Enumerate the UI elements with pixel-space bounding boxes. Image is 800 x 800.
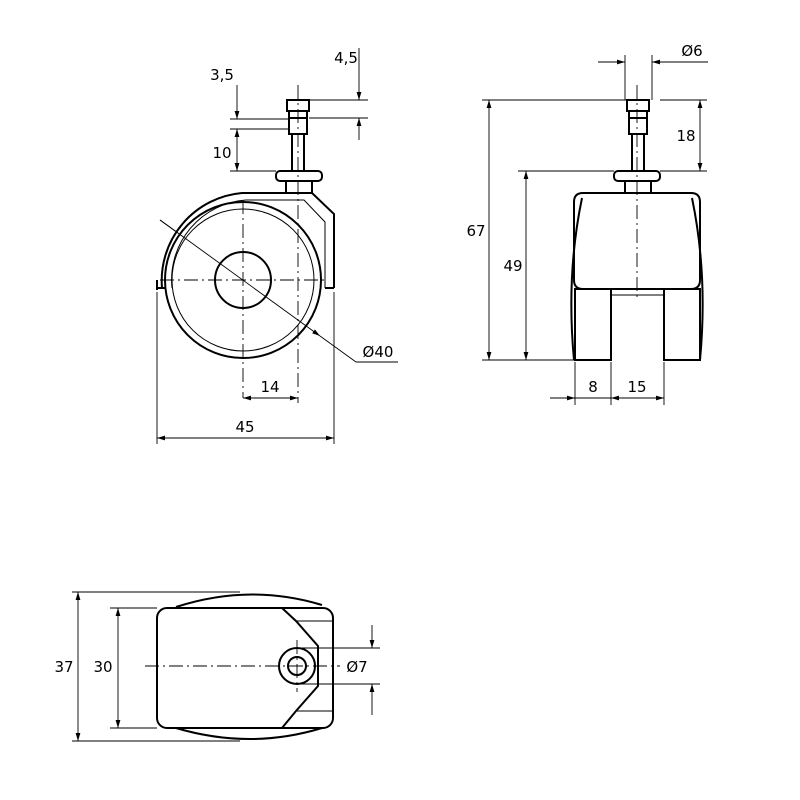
pin-height-label: 18 — [676, 127, 695, 145]
dim-inner-height: 30 — [93, 607, 157, 729]
pin-length-label: 10 — [212, 144, 231, 162]
body-height-label: 49 — [503, 257, 522, 275]
top-body — [156, 593, 334, 740]
dim-pin-height: 18 — [660, 99, 707, 172]
width-label: 45 — [235, 418, 254, 436]
side-body — [570, 192, 704, 361]
top-centerlines — [145, 640, 340, 692]
top-view: 37 30 Ø7 — [54, 591, 380, 742]
dim-pin-diameter: Ø6 — [598, 42, 708, 100]
offset-label: 14 — [260, 378, 279, 396]
dim-pin-length: 10 — [212, 129, 276, 172]
pin-right-label: 4,5 — [334, 49, 358, 67]
dim-offset: 14 — [243, 378, 298, 401]
pin-top-label: 3,5 — [210, 66, 234, 84]
outer-height-label: 37 — [54, 658, 73, 676]
dim-total-height: 67 — [466, 99, 627, 361]
front-centerlines — [160, 85, 325, 403]
dim-hole-diameter: Ø7 — [297, 625, 380, 715]
dim-body-height: 49 — [503, 170, 614, 360]
gap-width-label: 15 — [627, 378, 646, 396]
front-pin — [275, 99, 323, 194]
front-housing — [156, 192, 335, 290]
dim-width: 45 — [156, 292, 335, 444]
dim-legs: 8 15 — [550, 362, 665, 405]
inner-height-label: 30 — [93, 658, 112, 676]
wheel-diameter-label: Ø40 — [363, 343, 394, 361]
hole-diameter-label: Ø7 — [346, 658, 367, 676]
dim-pin-top: 3,5 — [210, 66, 289, 137]
dim-outer-height: 37 — [54, 591, 240, 742]
side-view: Ø6 18 67 49 8 — [466, 42, 708, 405]
front-view: 3,5 4,5 10 Ø40 14 — [156, 48, 398, 444]
dim-wheel-diameter: Ø40 — [159, 219, 398, 363]
total-height-label: 67 — [466, 222, 485, 240]
dim-pin-right: 4,5 — [309, 48, 368, 140]
pin-diameter-label: Ø6 — [681, 42, 702, 60]
leg-width-label: 8 — [588, 378, 598, 396]
